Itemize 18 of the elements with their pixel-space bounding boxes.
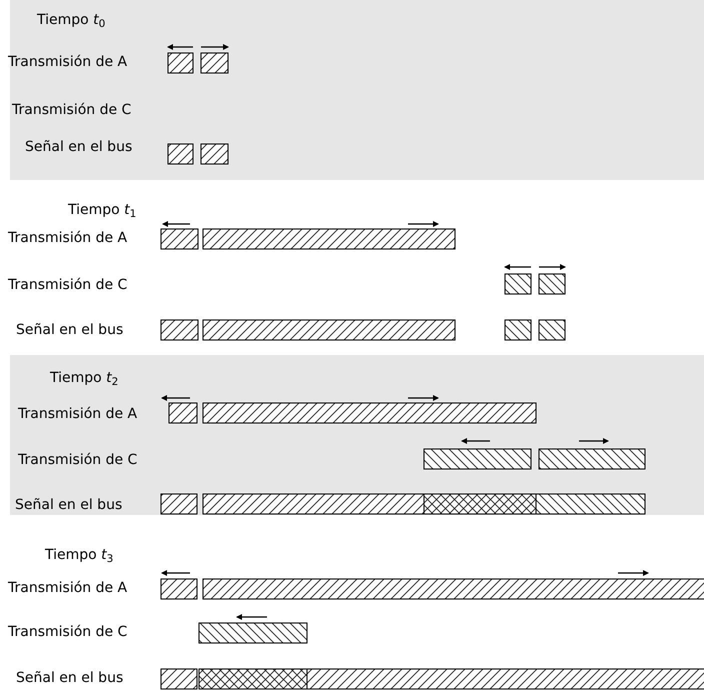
row-label: Transmisión de C: [18, 451, 138, 470]
time-panel: [10, 0, 704, 180]
panel-title: Tiempo t$_{1}$: [68, 201, 136, 220]
row-label: Señal en el bus: [16, 321, 124, 340]
panel-title: Tiempo t$_{3}$: [45, 546, 114, 565]
row-label: Señal en el bus: [25, 138, 132, 157]
row-label: Transmisión de C: [8, 276, 128, 295]
row-label: Señal en el bus: [16, 669, 124, 688]
row-label: Transmisión de A: [18, 405, 138, 424]
time-panel: [10, 355, 704, 515]
row-label: Transmisión de C: [8, 623, 128, 642]
row-label: Transmisión de A: [8, 579, 128, 598]
row-label: Transmisión de A: [8, 229, 128, 248]
panel-title: Tiempo t$_{2}$: [50, 369, 118, 388]
row-label: Señal en el bus: [15, 496, 122, 515]
panel-title: Tiempo t$_{0}$: [37, 11, 106, 30]
row-label: Transmisión de C: [12, 101, 132, 120]
row-label: Transmisión de A: [8, 53, 128, 72]
